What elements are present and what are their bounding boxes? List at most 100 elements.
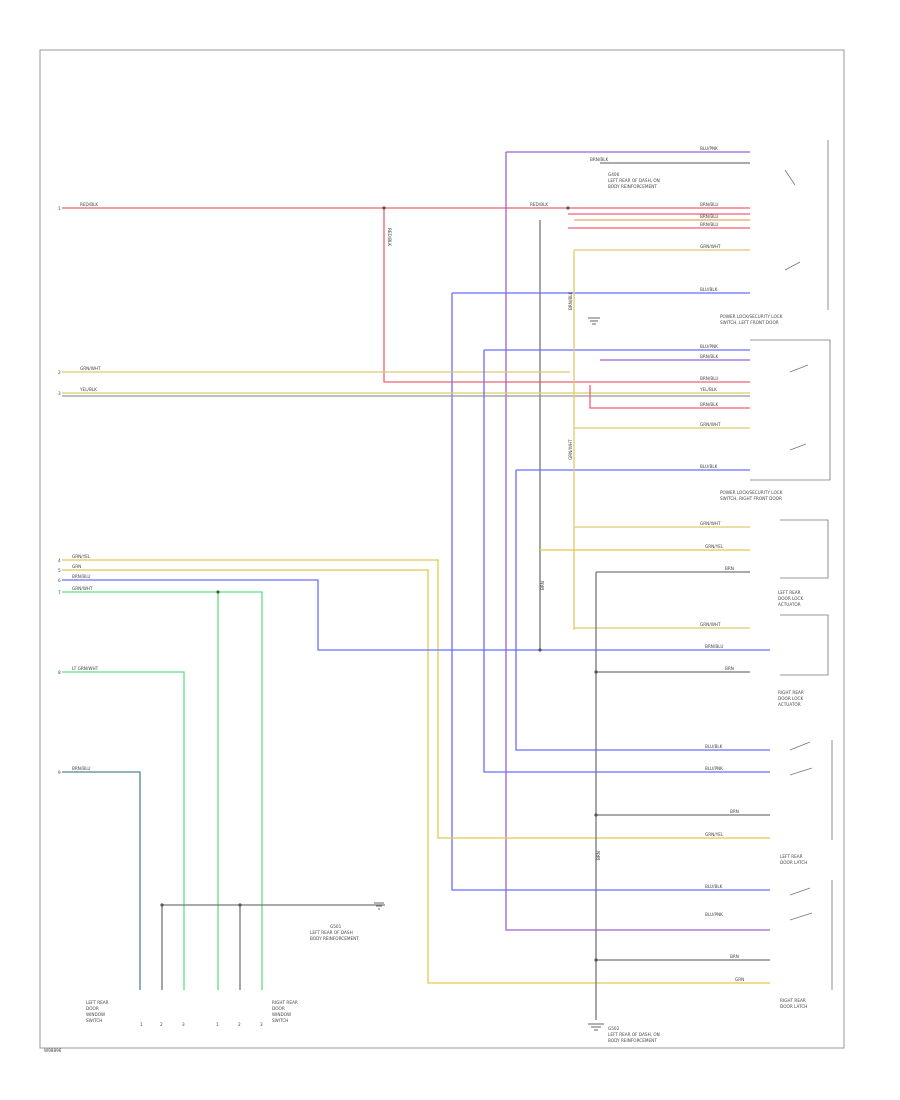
upper-wire-group: [62, 151, 770, 931]
left-rear-lock-label: ACTUATOR: [778, 602, 801, 607]
actuator-box-right: [780, 614, 829, 676]
right-rear-lock-label: DOOR LOCK: [778, 696, 803, 701]
wire-green-3: [62, 671, 185, 990]
actuator-wire-group: [62, 526, 770, 1020]
wire-label: BLU/BLK: [700, 464, 718, 469]
wire-label: GRN/WHT: [700, 244, 721, 249]
left-wire-label: GRN/WHT: [72, 586, 93, 591]
ground-g-bottom-label: LEFT REAR OF DASH, ON: [608, 1032, 660, 1037]
switch-left-label: POWER LOCK/SECURITY LOCK: [720, 314, 783, 319]
splice-label: BRN: [540, 581, 545, 590]
left-wire-label: GRN: [72, 564, 81, 569]
left-wire-label: GRN/WHT: [80, 366, 101, 371]
left-connector-labels: 1 RED/BLK 2 GRN/WHT 3 YEL/BLK 4 GRN/YEL …: [58, 202, 101, 775]
wire-label: BRN: [725, 666, 734, 671]
left-pin: 5: [58, 568, 61, 573]
footer-code: W98896: [44, 1048, 62, 1053]
switch-contact: [784, 169, 813, 921]
right-door-switch-label: WINDOW: [272, 1012, 291, 1017]
diagram-frame: [39, 49, 845, 1049]
wire-label: BLU/BLK: [705, 744, 723, 749]
splice-dots: [160, 206, 598, 962]
splice-label: RED/BLK: [387, 228, 392, 246]
left-pin: 7: [58, 590, 61, 595]
wire-label: BLU/PNK: [705, 766, 723, 771]
left-pin: 6: [58, 578, 61, 583]
left-pin: 9: [58, 770, 61, 775]
middle-wire-group: [62, 250, 770, 773]
wire-teal-1: [62, 771, 141, 990]
component-boxes: [750, 140, 833, 990]
wire-label: BRN: [730, 954, 739, 959]
splice-dot: [594, 813, 598, 817]
wire-label: GRN: [735, 977, 744, 982]
wire-red-drop: [383, 208, 750, 383]
wire-label: GRN/YEL: [705, 544, 724, 549]
wire-blue-d: [62, 579, 770, 651]
left-pin: 2: [58, 370, 61, 375]
wire-purple-top: [505, 151, 770, 931]
left-rear-lock-label: DOOR LOCK: [778, 596, 803, 601]
left-rear-lock-label: LEFT REAR: [778, 590, 801, 595]
ground-g-top-label: G406: [608, 172, 620, 177]
splice-dot: [160, 903, 164, 907]
ground-g-bottom-label: G502: [608, 1026, 620, 1031]
wire-label: BRN/BLU: [705, 644, 723, 649]
splice-label: BRN/BLK: [568, 291, 573, 310]
right-wire-labels: BLU/PNK BRN/BLK BRN/BLU BRN/BLU BRN/BLU …: [590, 146, 744, 982]
right-rear-latch-label: RIGHT REAR: [780, 998, 806, 1003]
wire-label: BRN/BLU: [700, 202, 718, 207]
switch-box-middle: [750, 339, 831, 481]
wire-label: GRN/YEL: [705, 832, 724, 837]
wire-label: BLU/PNK: [700, 146, 718, 151]
bottom-pin: 1: [216, 1022, 219, 1027]
ground-g-mid-label: BODY REINFORCEMENT: [310, 936, 359, 941]
left-door-switch-label: LEFT REAR: [86, 1000, 109, 1005]
splice-label: RED/BLK: [530, 202, 548, 207]
splice-dot: [216, 590, 220, 594]
wire-label: YEL/BLK: [699, 387, 717, 392]
wire-label: BRN/BLK: [590, 157, 609, 162]
ground-icon: [588, 1023, 604, 1031]
switch-right-label: POWER LOCK/SECURITY LOCK: [720, 490, 783, 495]
left-wire-label: RED/BLK: [80, 202, 98, 207]
left-rear-latch-label: DOOR LATCH: [780, 860, 807, 865]
wire-label: GRN/WHT: [700, 521, 721, 526]
right-door-switch-label: DOOR: [272, 1006, 285, 1011]
splice-dot: [566, 206, 570, 210]
ground-symbols: [374, 317, 604, 1031]
splice-dot: [238, 903, 242, 907]
wire-label: BRN: [730, 809, 739, 814]
left-door-switch-label: WINDOW: [86, 1012, 105, 1017]
ground-g-bottom-label: BODY REINFORCEMENT: [608, 1038, 657, 1043]
wire-label: BRN: [725, 566, 734, 571]
splice-dot: [538, 648, 542, 652]
right-rear-lock-label: ACTUATOR: [778, 702, 801, 707]
switch-left-label: SWITCH, LEFT FRONT DOOR: [720, 320, 779, 325]
splice-dot: [594, 958, 598, 962]
ground-g-mid-label: LEFT REAR OF DASH: [310, 930, 353, 935]
wire-label: BRN/BLU: [700, 222, 718, 227]
left-pin: 8: [58, 670, 61, 675]
wire-label: BLU/BLK: [705, 884, 723, 889]
wire-label: BRN/BLK: [700, 402, 719, 407]
left-pin: 3: [58, 391, 61, 396]
actuator-box-left: [780, 519, 829, 579]
bottom-pin: 3: [182, 1022, 185, 1027]
right-door-switch-label: SWITCH: [272, 1018, 288, 1023]
wire-label: BLU/BLK: [700, 287, 718, 292]
right-rear-lock-label: RIGHT REAR: [778, 690, 804, 695]
left-wire-label: GRN/YEL: [72, 554, 91, 559]
wire-blue-c: [515, 469, 770, 751]
wire-red-4: [589, 385, 750, 409]
splice-dot: [594, 670, 598, 674]
wire-label: BLU/PNK: [705, 912, 723, 917]
switch-right-label: SWITCH, RIGHT FRONT DOOR: [720, 496, 782, 501]
splice-label: GRN/WHT: [568, 439, 573, 460]
ground-g-top-label: BODY REINFORCEMENT: [608, 184, 657, 189]
wire-yellow-5: [62, 559, 770, 839]
wire-green-1: [62, 591, 263, 990]
wire-yellow-6: [62, 569, 770, 984]
bottom-pin: 2: [160, 1022, 163, 1027]
